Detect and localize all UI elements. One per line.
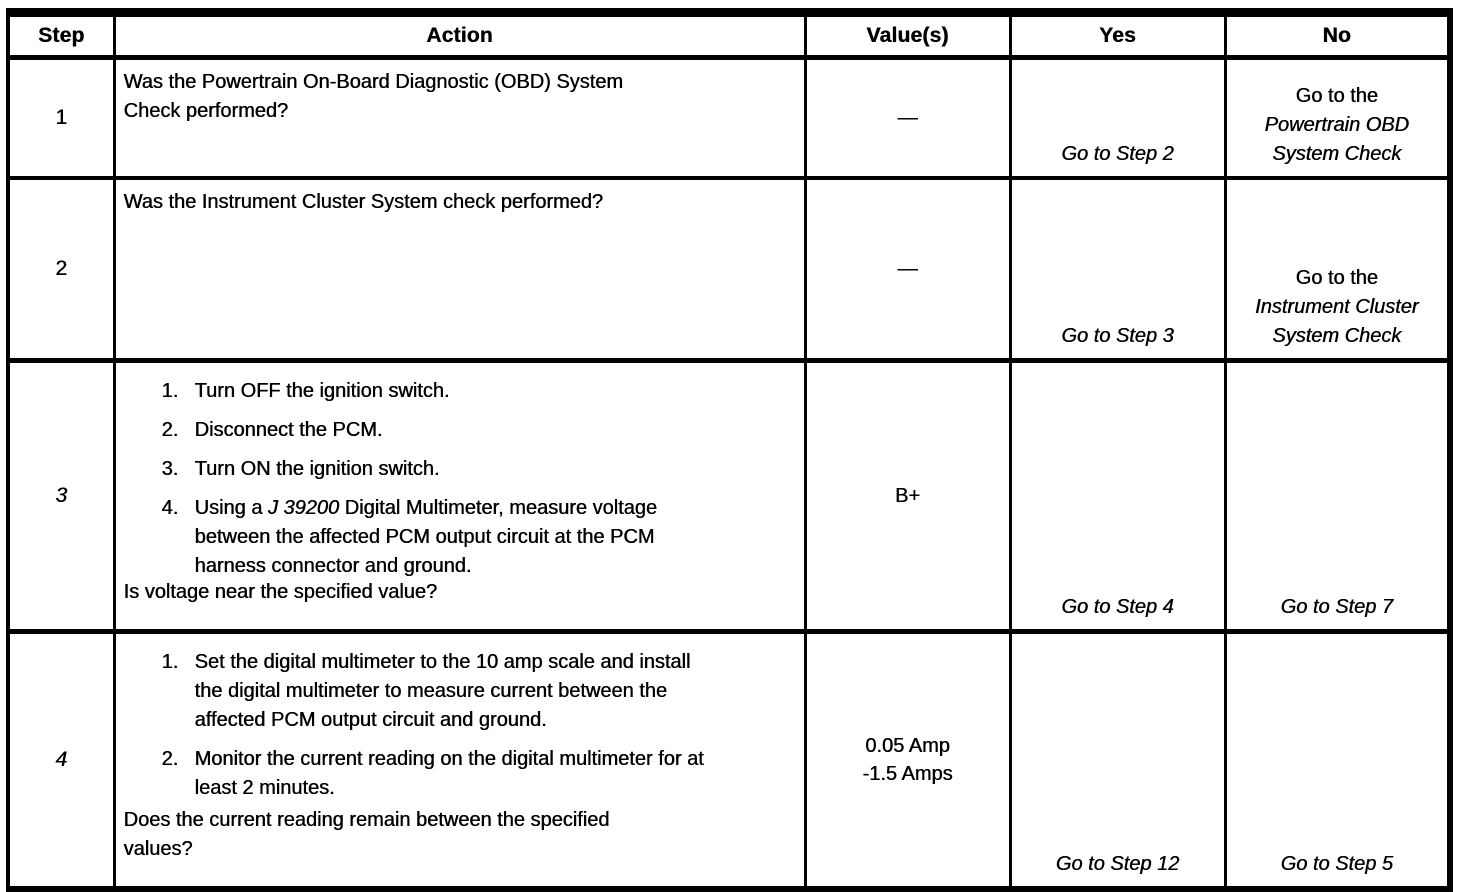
action-list-item: 1. Set the digital multimeter to the 10 …	[124, 648, 796, 735]
action-numbered-list: 1. Set the digital multimeter to the 10 …	[124, 642, 796, 803]
table-header-row: Step Action Value(s) Yes No	[6, 11, 1452, 60]
step-number: 4	[6, 629, 116, 891]
list-item-number: 2.	[161, 419, 179, 441]
action-cell: 1. Turn OFF the ignition switch. 2. Disc…	[112, 358, 807, 633]
action-numbered-list: 1. Turn OFF the ignition switch. 2. Disc…	[124, 371, 796, 581]
tool-number: J 39200	[267, 497, 340, 519]
no-cell: Go to the Powertrain OBD System Check	[1223, 55, 1452, 180]
action-list-item: 3. Turn ON the ignition switch.	[124, 455, 796, 484]
goto-intro-text: Go to the	[1295, 267, 1378, 289]
goto-step-reference: Go to Step 5	[1280, 853, 1393, 875]
check-name-line2: System Check	[1272, 143, 1402, 165]
table-row-step-4: 4 1. Set the digital multimeter to the 1…	[6, 629, 1452, 891]
yes-cell: Go to Step 12	[1008, 629, 1227, 891]
no-cell: Go to Step 5	[1223, 629, 1452, 891]
col-header-values: Value(s)	[803, 11, 1012, 60]
yes-cell: Go to Step 4	[1008, 358, 1227, 633]
step-number: 3	[6, 358, 116, 633]
text-before-tool: Using a	[194, 497, 268, 519]
value-cell: 0.05 Amp -1.5 Amps	[803, 629, 1012, 891]
list-item-text: Disconnect the PCM.	[194, 419, 383, 441]
check-name-line1: Instrument Cluster	[1255, 296, 1419, 318]
check-name-line1: Powertrain OBD	[1264, 114, 1410, 136]
goto-step-reference: Go to Step 7	[1280, 596, 1393, 618]
list-item-number: 2.	[161, 748, 179, 770]
action-list-item: 2. Disconnect the PCM.	[124, 416, 796, 445]
table-row-step-1: 1 Was the Powertrain On-Board Diagnostic…	[6, 55, 1452, 180]
action-cell: 1. Set the digital multimeter to the 10 …	[112, 629, 807, 891]
no-cell: Go to the Instrument Cluster System Chec…	[1223, 176, 1452, 362]
list-item-text: Using a J 39200 Digital Multimeter, meas…	[195, 494, 715, 581]
goto-step-reference: Go to Step 4	[1061, 596, 1174, 618]
list-item-text: Monitor the current reading on the digit…	[194, 748, 704, 799]
no-cell: Go to Step 7	[1223, 358, 1452, 633]
yes-cell: Go to Step 2	[1008, 55, 1227, 180]
goto-intro-text: Go to the	[1295, 85, 1378, 107]
action-list-item: 1. Turn OFF the ignition switch.	[124, 377, 796, 406]
list-item-text: Set the digital multimeter to the 10 amp…	[194, 651, 691, 731]
action-content: 1. Set the digital multimeter to the 10 …	[124, 642, 796, 866]
col-header-yes: Yes	[1008, 11, 1227, 60]
action-question: Does the current reading remain between …	[123, 809, 610, 860]
action-text: Was the Powertrain On-Board Diagnostic (…	[123, 71, 623, 122]
action-content: 1. Turn OFF the ignition switch. 2. Disc…	[124, 371, 796, 609]
action-list-item: 4. Using a J 39200 Digital Multimeter, m…	[124, 494, 796, 581]
list-item-number: 1.	[161, 651, 179, 673]
list-item-number: 4.	[161, 497, 179, 519]
col-header-step: Step	[6, 11, 116, 60]
text-after-tool: Digital Multimeter, measure voltage betw…	[194, 497, 657, 577]
action-cell: Was the Instrument Cluster System check …	[112, 176, 807, 362]
value-cell: —	[803, 55, 1012, 180]
diagnostic-table: Step Action Value(s) Yes No 1 Was the Po…	[6, 8, 1453, 892]
scanned-document-page: Step Action Value(s) Yes No 1 Was the Po…	[6, 8, 1453, 892]
goto-step-reference: Go to Step 3	[1061, 325, 1174, 347]
action-question: Is voltage near the specified value?	[123, 581, 438, 603]
value-range-line1: 0.05 Amp	[865, 735, 950, 757]
value-range-line2: -1.5 Amps	[862, 763, 953, 785]
table-row-step-2: 2 Was the Instrument Cluster System chec…	[6, 176, 1452, 362]
goto-step-reference: Go to Step 2	[1061, 143, 1174, 165]
goto-step-reference: Go to Step 12	[1055, 853, 1180, 875]
value-cell: B+	[803, 358, 1012, 633]
action-cell: Was the Powertrain On-Board Diagnostic (…	[112, 55, 807, 180]
table-row-step-3: 3 1. Turn OFF the ignition switch. 2. Di…	[6, 358, 1452, 633]
goto-check-reference: Go to the Instrument Cluster System Chec…	[1228, 264, 1447, 351]
list-item-number: 3.	[161, 458, 179, 480]
action-list-item: 2. Monitor the current reading on the di…	[124, 745, 796, 803]
value-cell: —	[803, 176, 1012, 362]
action-text: Was the Instrument Cluster System check …	[123, 191, 603, 213]
list-item-text: Turn OFF the ignition switch.	[194, 380, 450, 402]
col-header-action: Action	[112, 11, 807, 60]
col-header-no: No	[1223, 11, 1452, 60]
list-item-text: Turn ON the ignition switch.	[194, 458, 440, 480]
list-item-number: 1.	[161, 380, 179, 402]
check-name-line2: System Check	[1272, 325, 1402, 347]
step-number: 1	[6, 55, 116, 180]
goto-check-reference: Go to the Powertrain OBD System Check	[1228, 82, 1447, 169]
yes-cell: Go to Step 3	[1008, 176, 1227, 362]
step-number: 2	[6, 176, 116, 362]
